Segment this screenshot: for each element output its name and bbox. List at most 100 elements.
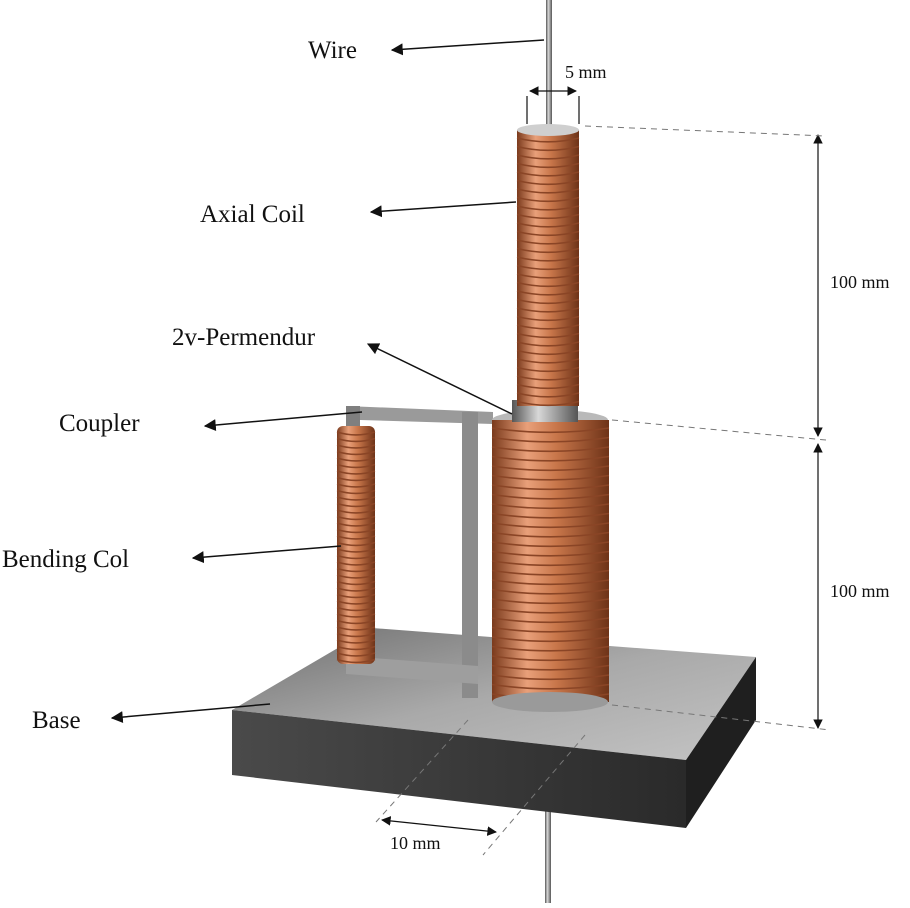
label-permendur: 2v-Permendur [172, 324, 316, 351]
coil-winding [491, 550, 610, 557]
coil-winding [336, 593, 376, 599]
coil-winding [491, 579, 610, 586]
coil-winding [516, 230, 580, 237]
coil-winding [516, 179, 580, 186]
dim-rod-diameter: 5 mm [565, 62, 607, 82]
dim-lower-height: 100 mm [830, 581, 890, 601]
coil-winding [336, 639, 376, 644]
dashed-guides [375, 125, 831, 856]
coil-winding [336, 463, 376, 469]
coil-winding [336, 606, 376, 612]
label-coupler: Coupler [59, 410, 140, 437]
coil-winding [336, 431, 376, 436]
coil-winding [491, 427, 610, 434]
coil-winding [516, 256, 580, 262]
coil-winding [491, 541, 610, 548]
coil-winding [491, 474, 610, 481]
coil-winding [491, 465, 610, 472]
coil-winding [336, 515, 376, 521]
coil-winding [516, 188, 580, 194]
coil-winding [516, 341, 580, 347]
coil-winding [516, 307, 580, 313]
coil-winding [336, 600, 376, 605]
coil-winding [336, 561, 376, 566]
dim-upper-height: 100 mm [830, 272, 890, 292]
axial-coil [516, 130, 580, 407]
coil-winding [336, 450, 376, 456]
coil-winding [336, 457, 376, 462]
coil-winding [491, 512, 610, 519]
coil-winding [491, 493, 610, 500]
axial-coil-cap [517, 124, 579, 136]
coil-winding [491, 617, 610, 624]
coil-winding [516, 383, 580, 390]
coil-winding [516, 358, 580, 364]
lower-coil [491, 420, 610, 702]
coil-winding [491, 674, 610, 681]
coil-winding [491, 645, 610, 652]
leader-arrows [110, 39, 545, 724]
coil-winding [491, 484, 610, 491]
wire-top [546, 0, 552, 130]
coil-winding [491, 598, 610, 605]
coil-winding [336, 528, 376, 534]
coil-winding [491, 455, 610, 462]
coil-winding [516, 273, 580, 279]
coil-winding [336, 541, 376, 547]
coil-winding [491, 588, 610, 595]
coil-winding [336, 502, 376, 508]
bending-coil [336, 426, 376, 664]
coil-winding [516, 281, 580, 288]
coil-winding [336, 645, 376, 651]
coil-winding [491, 655, 610, 662]
coil-winding [516, 145, 580, 152]
coil-winding [516, 298, 580, 305]
coil-winding [516, 332, 580, 339]
coil-winding [336, 437, 376, 443]
coil-winding [491, 636, 610, 643]
coil-winding [336, 496, 376, 501]
coil-winding [491, 569, 610, 576]
coil-winding [491, 503, 610, 510]
coil-winding [516, 366, 580, 373]
coil-winding [516, 154, 580, 160]
coil-winding [336, 626, 376, 631]
coil-winding [491, 446, 610, 453]
coil-winding [516, 213, 580, 220]
coil-winding [336, 567, 376, 573]
coil-winding [336, 470, 376, 475]
coil-winding [516, 239, 580, 245]
coil-winding [516, 324, 580, 330]
coil-winding [491, 531, 610, 538]
coil-winding [516, 392, 580, 398]
label-wire: Wire [308, 37, 357, 64]
coil-winding [336, 587, 376, 592]
coil-winding [336, 574, 376, 579]
coil-winding [516, 315, 580, 322]
label-base: Base [32, 707, 81, 734]
coil-winding [516, 264, 580, 271]
coil-winding [516, 222, 580, 228]
coil-winding [336, 535, 376, 540]
coil-winding [336, 548, 376, 553]
coil-winding [516, 349, 580, 356]
coil-winding [336, 632, 376, 638]
dim-base-offset: 10 mm [390, 833, 441, 853]
coil-winding [516, 290, 580, 296]
coil-winding [336, 658, 376, 664]
coil-winding [336, 509, 376, 514]
label-axial-coil: Axial Coil [200, 201, 305, 228]
coil-winding [516, 137, 580, 143]
coil-winding [336, 580, 376, 586]
coil-winding [516, 247, 580, 254]
coil-winding [336, 619, 376, 625]
wire-bottom [545, 800, 551, 903]
coil-winding [516, 400, 580, 407]
coil-winding [491, 436, 610, 443]
lower-coil-base [492, 692, 608, 712]
coil-winding [336, 522, 376, 527]
coil-winding [336, 489, 376, 495]
coil-winding [516, 171, 580, 177]
coil-winding [516, 196, 580, 203]
